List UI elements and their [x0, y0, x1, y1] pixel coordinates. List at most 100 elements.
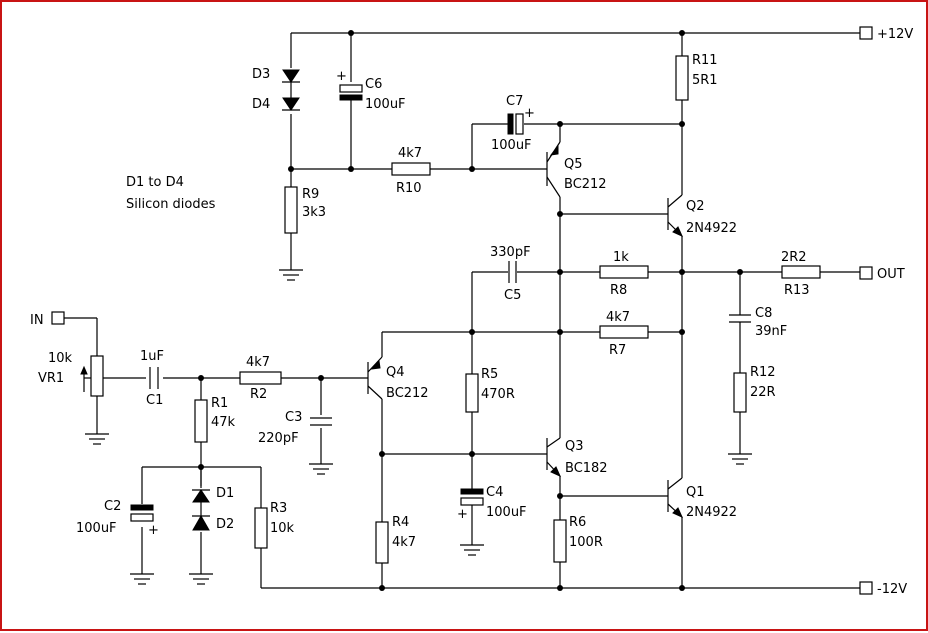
svg-text:R11: R11 [692, 53, 718, 68]
svg-text:R5: R5 [481, 367, 498, 382]
svg-text:R12: R12 [750, 365, 776, 380]
svg-text:C1: C1 [146, 393, 163, 408]
svg-text:R7: R7 [609, 343, 626, 358]
svg-text:Q3: Q3 [565, 439, 584, 454]
d1-d2-wires [141, 466, 262, 588]
terminal-in[interactable]: IN [30, 311, 65, 328]
svg-text:3k3: 3k3 [302, 205, 326, 220]
note-line1: D1 to D4 [126, 175, 184, 190]
svg-text:2R2: 2R2 [781, 250, 807, 265]
output-wires [471, 271, 860, 478]
diode-d4: D4 [252, 82, 300, 112]
svg-text:+: + [336, 69, 347, 84]
ground-vr1 [85, 433, 109, 445]
ground-c2 [130, 573, 154, 585]
svg-text:Q1: Q1 [686, 485, 705, 500]
terminal-plus12v[interactable]: +12V [859, 26, 913, 42]
transistor-q4: Q4 BC212 [367, 356, 429, 522]
svg-text:1k: 1k [613, 250, 629, 265]
svg-text:BC182: BC182 [565, 461, 608, 476]
svg-text:470R: 470R [481, 387, 515, 402]
svg-text:R10: R10 [396, 181, 422, 196]
svg-text:47k: 47k [211, 415, 236, 430]
diode-d2: D2 [192, 502, 234, 532]
junction-dots [198, 30, 743, 591]
svg-text:D3: D3 [252, 67, 270, 82]
svg-text:2N4922: 2N4922 [686, 505, 737, 520]
terminal-out[interactable]: OUT [859, 266, 905, 282]
svg-text:100uF: 100uF [365, 97, 406, 112]
svg-text:+: + [148, 523, 159, 538]
svg-text:VR1: VR1 [38, 371, 64, 386]
svg-text:10k: 10k [270, 521, 295, 536]
resistor-r3: R3 10k [254, 501, 295, 549]
resistor-r6: R6 100R [553, 515, 603, 588]
svg-text:Q5: Q5 [564, 157, 583, 172]
svg-text:R6: R6 [569, 515, 586, 530]
svg-text:22R: 22R [750, 385, 776, 400]
resistor-r5: R5 470R [465, 367, 515, 489]
diode-d1: D1 [192, 486, 234, 503]
svg-text:C5: C5 [504, 288, 521, 303]
svg-text:4k7: 4k7 [392, 535, 416, 550]
resistor-r2: 4k7 R2 [239, 355, 282, 402]
svg-text:C8: C8 [755, 306, 772, 321]
svg-text:-12V: -12V [877, 582, 907, 597]
input-wires [64, 317, 368, 488]
svg-text:D2: D2 [216, 517, 234, 532]
svg-text:+12V: +12V [877, 27, 913, 42]
svg-text:2N4922: 2N4922 [686, 221, 737, 236]
svg-text:BC212: BC212 [386, 386, 429, 401]
transistor-q1: Q1 2N4922 [667, 477, 737, 588]
transistor-q5: Q5 BC212 [546, 124, 607, 214]
svg-text:IN: IN [30, 313, 44, 328]
svg-text:220pF: 220pF [258, 431, 299, 446]
transistor-q3: Q3 BC182 [546, 437, 608, 520]
ground-r9 [279, 269, 303, 281]
svg-text:R3: R3 [270, 501, 287, 516]
svg-text:5R1: 5R1 [692, 73, 718, 88]
capacitor-c6: + C6 100uF [336, 69, 406, 112]
svg-text:OUT: OUT [877, 267, 905, 282]
svg-text:C2: C2 [104, 499, 121, 514]
ground-c4 [460, 544, 484, 556]
svg-text:100uF: 100uF [491, 138, 532, 153]
svg-text:100R: 100R [569, 535, 603, 550]
resistor-r7: 4k7 R7 [599, 310, 649, 358]
ground-d2 [189, 573, 213, 585]
resistor-r11: R11 5R1 [675, 53, 718, 101]
svg-text:+: + [524, 106, 535, 121]
capacitor-c7: + C7 100uF [491, 94, 535, 153]
svg-text:R2: R2 [250, 387, 267, 402]
diode-d3: D3 [252, 67, 300, 83]
note-line2: Silicon diodes [126, 197, 216, 212]
svg-text:+: + [457, 507, 468, 522]
svg-text:R13: R13 [784, 283, 810, 298]
svg-text:Q4: Q4 [386, 365, 405, 380]
svg-text:D1: D1 [216, 486, 234, 501]
svg-text:C7: C7 [506, 94, 523, 109]
capacitor-c3: C3 220pF [258, 410, 332, 446]
terminal-minus12v[interactable]: -12V [859, 581, 907, 597]
svg-text:C4: C4 [486, 485, 503, 500]
ground-c3 [309, 463, 333, 475]
svg-text:100uF: 100uF [76, 521, 117, 536]
c7-wires [471, 123, 682, 169]
capacitor-c5: 330pF C5 [490, 245, 531, 303]
svg-text:39nF: 39nF [755, 324, 787, 339]
svg-text:BC212: BC212 [564, 177, 607, 192]
svg-text:R9: R9 [302, 187, 319, 202]
capacitor-c2: + C2 100uF [76, 499, 159, 538]
svg-text:R1: R1 [211, 396, 228, 411]
resistor-r8: 1k R8 [599, 250, 649, 298]
potentiometer-vr1[interactable]: 10k VR1 [38, 351, 104, 397]
ground-r12 [728, 453, 752, 465]
svg-text:1uF: 1uF [140, 349, 164, 364]
capacitor-c8: C8 39nF [729, 306, 787, 339]
capacitor-c1: 1uF C1 [140, 349, 164, 408]
svg-text:C3: C3 [285, 410, 302, 425]
svg-text:4k7: 4k7 [398, 146, 422, 161]
r7-wires [381, 331, 682, 357]
